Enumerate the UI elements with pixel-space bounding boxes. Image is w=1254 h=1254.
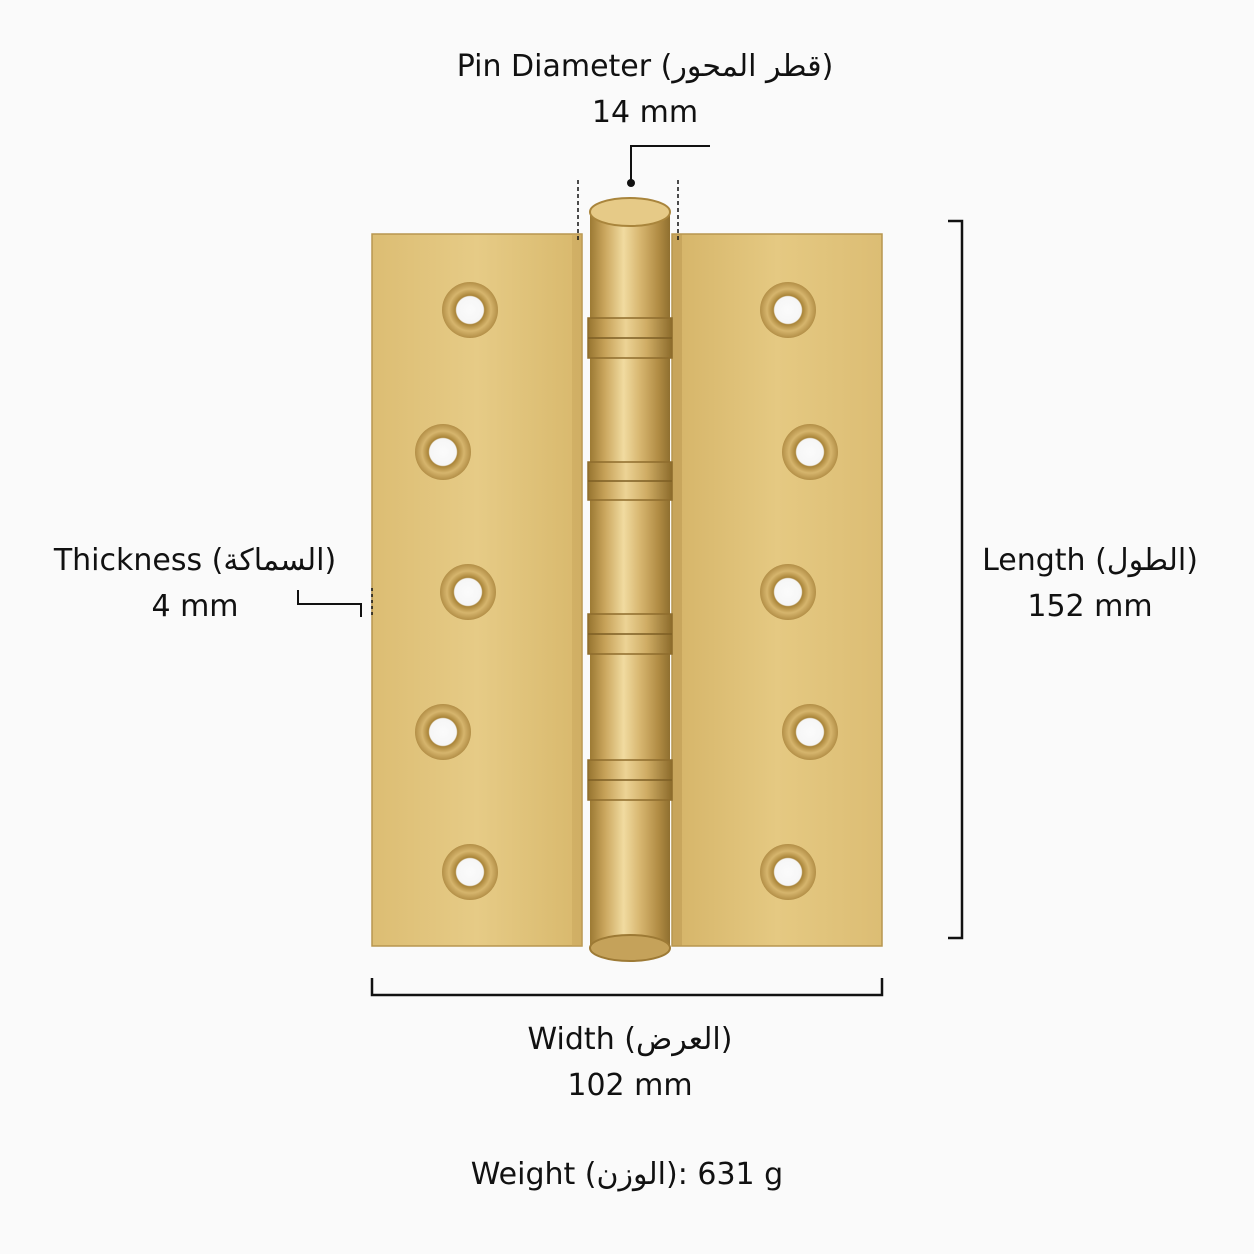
hinge-barrel <box>587 197 673 962</box>
length-bracket <box>948 219 964 940</box>
pin-diameter-label: Pin Diameter (قطر المحور) 14 mm <box>430 44 860 136</box>
thickness-value: 4 mm <box>151 589 239 624</box>
screw-hole-icon <box>415 282 838 900</box>
width-title: Width (العرض) <box>527 1022 733 1057</box>
width-value: 102 mm <box>567 1068 693 1103</box>
length-title: Length (الطول) <box>982 543 1198 578</box>
pin-diameter-title: Pin Diameter (قطر المحور) <box>456 49 834 84</box>
weight-text: Weight (الوزن): 631 g <box>470 1157 784 1192</box>
pin-diameter-indicator <box>577 145 710 240</box>
weight-label: Weight (الوزن): 631 g <box>400 1152 854 1198</box>
width-label: Width (العرض) 102 mm <box>480 1017 780 1109</box>
length-label: Length (الطول) 152 mm <box>960 538 1220 630</box>
pin-diameter-value: 14 mm <box>591 95 699 130</box>
thickness-title: Thickness (السماكة) <box>53 543 337 578</box>
thickness-indicator <box>297 588 373 618</box>
width-bracket <box>370 978 884 997</box>
length-value: 152 mm <box>1027 589 1153 624</box>
thickness-label: Thickness (السماكة) 4 mm <box>40 538 350 630</box>
